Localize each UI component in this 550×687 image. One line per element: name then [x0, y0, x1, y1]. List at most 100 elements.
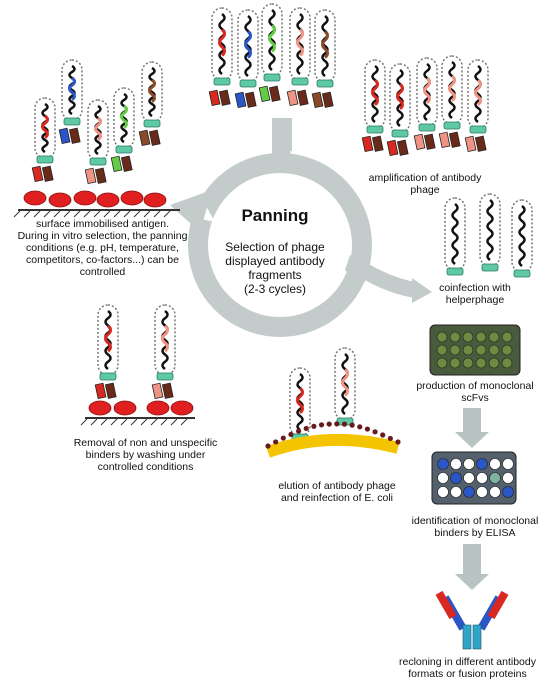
removal-line: binders by washing under [85, 449, 206, 461]
branch-arrow [347, 256, 417, 298]
elution-line: and reinfection of E. coli [262, 492, 412, 504]
surface-hatch [83, 210, 91, 218]
elisa-well [489, 486, 501, 498]
phage-insert [161, 324, 169, 353]
amp-phage [389, 63, 411, 138]
phage-tail [213, 77, 231, 86]
surface-scfv [110, 155, 123, 173]
helper-phage [479, 193, 501, 272]
top-scfv-partner [296, 89, 309, 106]
surface-phage [87, 99, 109, 166]
membrane-head [326, 421, 332, 427]
antigen-blob [88, 400, 112, 416]
removal-hatch [90, 418, 98, 426]
phage-tail [513, 269, 531, 278]
surface-hatch [13, 210, 21, 218]
recloning-label: recloning in different antibody formats … [385, 656, 550, 680]
phage-insert [148, 78, 156, 103]
elisa-well [437, 486, 449, 498]
plate-well [475, 357, 487, 369]
phage-insert [341, 368, 349, 397]
plate-well [449, 357, 461, 369]
amp-scfv-partner [474, 135, 487, 152]
phage-insert [244, 30, 252, 59]
phage-dna [341, 353, 349, 415]
surface-label: surface immobilised antigen. During in v… [0, 218, 205, 278]
top-phage [289, 7, 311, 86]
surface-scfv [84, 167, 97, 185]
top-scfv-partner [321, 91, 334, 108]
elisa-well [489, 458, 501, 470]
surface-line: conditions (e.g. pH, temperature, [26, 242, 179, 254]
removal-hatch [120, 418, 128, 426]
antigen-blob [170, 400, 194, 416]
plate-well [501, 344, 513, 356]
removal-hatch [140, 418, 148, 426]
phage-dna [41, 102, 49, 154]
amplification-line: amplification of antibody [368, 172, 482, 184]
bound-scfv [94, 382, 107, 400]
plate-well [449, 331, 461, 343]
surface-hatch [103, 210, 111, 218]
amplification-line: phage [410, 184, 440, 196]
removal-hatch [160, 418, 168, 426]
plate-well [436, 331, 448, 343]
flow-arrow-1 [463, 408, 481, 434]
elisa-well [450, 486, 462, 498]
membrane-head [318, 422, 325, 428]
membrane-head [303, 425, 309, 432]
plate-well [475, 344, 487, 356]
identification-label: identification of monoclonal binders by … [400, 515, 550, 539]
surface-hatch [133, 210, 141, 218]
antigen-blob [120, 190, 144, 206]
removal-label: Removal of non and unspecific binders by… [58, 437, 233, 473]
surface-scfv-partner [68, 127, 81, 144]
surface-hatch [163, 210, 171, 218]
antigen-blob [113, 400, 137, 416]
membrane-head [288, 431, 294, 438]
subtitle-line: displayed antibody [225, 254, 325, 268]
flow-arrow-2 [463, 544, 481, 576]
removal-hatch [170, 418, 178, 426]
phage-insert [104, 324, 112, 353]
top-scfv [311, 91, 324, 109]
phage-tail [469, 125, 487, 134]
membrane-head [334, 421, 340, 427]
helper-phage [511, 199, 533, 278]
phage-tail [36, 155, 54, 164]
elisa-well [502, 486, 514, 498]
elisa-well [476, 472, 488, 484]
membrane-head [395, 439, 401, 445]
membrane-head [387, 435, 393, 442]
elisa-well [450, 458, 462, 470]
phage-insert [296, 28, 304, 57]
recloning-line: formats or fusion proteins [408, 668, 527, 680]
surface-hatch [33, 210, 41, 218]
phage-tail [156, 372, 174, 381]
phage-insert [448, 75, 456, 103]
phage-dna [321, 15, 329, 77]
identification-line: binders by ELISA [434, 527, 516, 539]
plate-well [436, 357, 448, 369]
phage-dna [244, 15, 252, 77]
amp-scfv-partner [448, 131, 461, 148]
surface-hatch [63, 210, 71, 218]
phage-dna [371, 64, 379, 124]
phage-tail [63, 117, 81, 126]
coinfection-label: coinfection with helperphage [420, 282, 530, 306]
phage-tail [366, 125, 384, 134]
subtitle-line: (2-3 cycles) [243, 282, 306, 296]
bound-phage [154, 304, 176, 381]
phage-insert [68, 76, 76, 101]
elution-label: elution of antibody phage and reinfectio… [262, 480, 412, 504]
elisa-well [463, 458, 475, 470]
production-line: scFvs [461, 392, 489, 404]
phage-insert [371, 79, 379, 107]
phage-tail [316, 79, 334, 88]
phage-tail [446, 267, 464, 276]
surface-scfv-partner [41, 165, 54, 182]
phage-tail [239, 79, 257, 88]
surface-scfv [31, 165, 44, 183]
removal-hatch [150, 418, 158, 426]
